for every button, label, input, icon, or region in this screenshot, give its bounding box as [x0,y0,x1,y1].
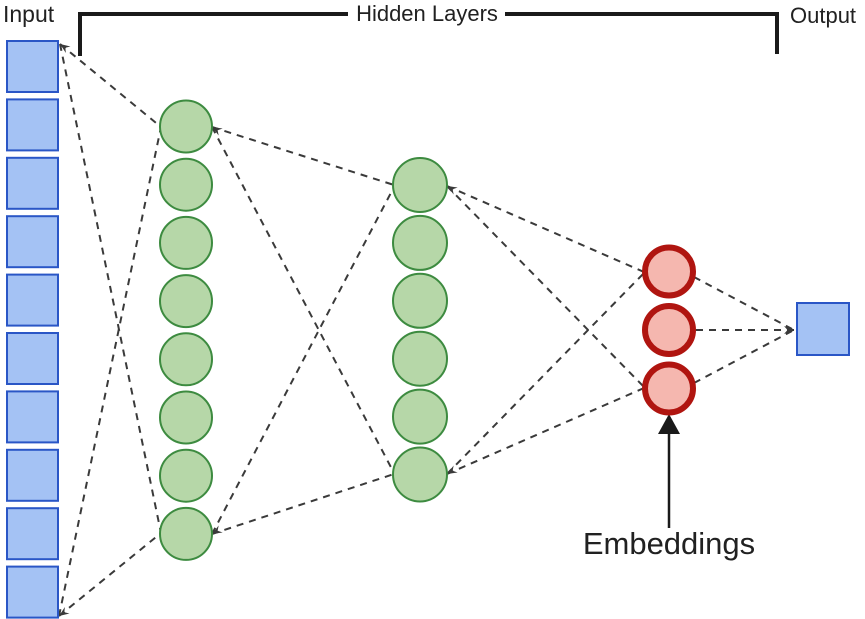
connection-line [446,185,645,273]
input-node-3 [6,156,59,210]
input-node-10 [6,565,59,619]
hidden2-node-4 [392,330,448,387]
hidden1-node-1 [159,99,213,154]
embedding-node-3 [642,361,696,416]
input-node-2 [6,98,59,152]
connection-line [211,126,395,186]
hidden1-node-4 [159,274,213,329]
input-node-1 [6,40,59,93]
input-node-7 [6,390,59,444]
hidden1-node-3 [159,215,213,270]
connection-line [693,276,795,331]
connection-arrowhead-icon [784,326,794,334]
hidden1-node-5 [159,332,213,387]
hidden-layers-bracket-right [505,12,779,54]
connection-line [446,387,645,475]
connection-line [59,43,162,128]
connection-line [58,532,162,617]
hidden-layers-label: Hidden Layers [356,1,498,26]
connection-arrowhead-icon [212,525,223,534]
output-label: Output [790,3,857,28]
connection-arrowhead-icon [212,127,223,136]
input-node-9 [6,507,59,561]
connection-arrowhead-icon [59,606,70,616]
connection-arrowhead-icon [60,44,71,54]
connection-line [446,272,645,475]
hidden2-node-6 [392,446,448,503]
input-node-4 [6,215,59,269]
connection-line [58,126,162,617]
hidden1-node-2 [159,157,213,212]
connection-arrowhead-icon [447,186,458,195]
hidden2-node-5 [392,388,448,445]
embedding-node-2 [642,303,696,357]
hidden1-node-8 [159,506,213,561]
embedding-node-1 [642,244,696,299]
input-node-6 [6,332,59,385]
connection-line [59,43,162,534]
hidden1-node-7 [159,448,213,503]
hidden2-node-1 [392,157,448,213]
input-label: Input [3,1,55,27]
embeddings-arrow-head-icon [658,414,680,434]
hidden2-node-3 [392,272,448,329]
connection-line [446,185,645,388]
output-node [796,302,850,356]
hidden2-node-2 [392,214,448,271]
connection-arrowhead-icon [447,465,458,474]
connection-line [211,126,395,474]
connection-line [693,329,795,384]
connection-line [211,473,395,535]
hidden1-node-6 [159,390,213,445]
embeddings-label: Embeddings [582,526,756,561]
input-node-8 [6,448,59,502]
hidden-layers-bracket-left [78,12,348,56]
input-node-5 [6,273,59,327]
connection-line [211,186,395,535]
